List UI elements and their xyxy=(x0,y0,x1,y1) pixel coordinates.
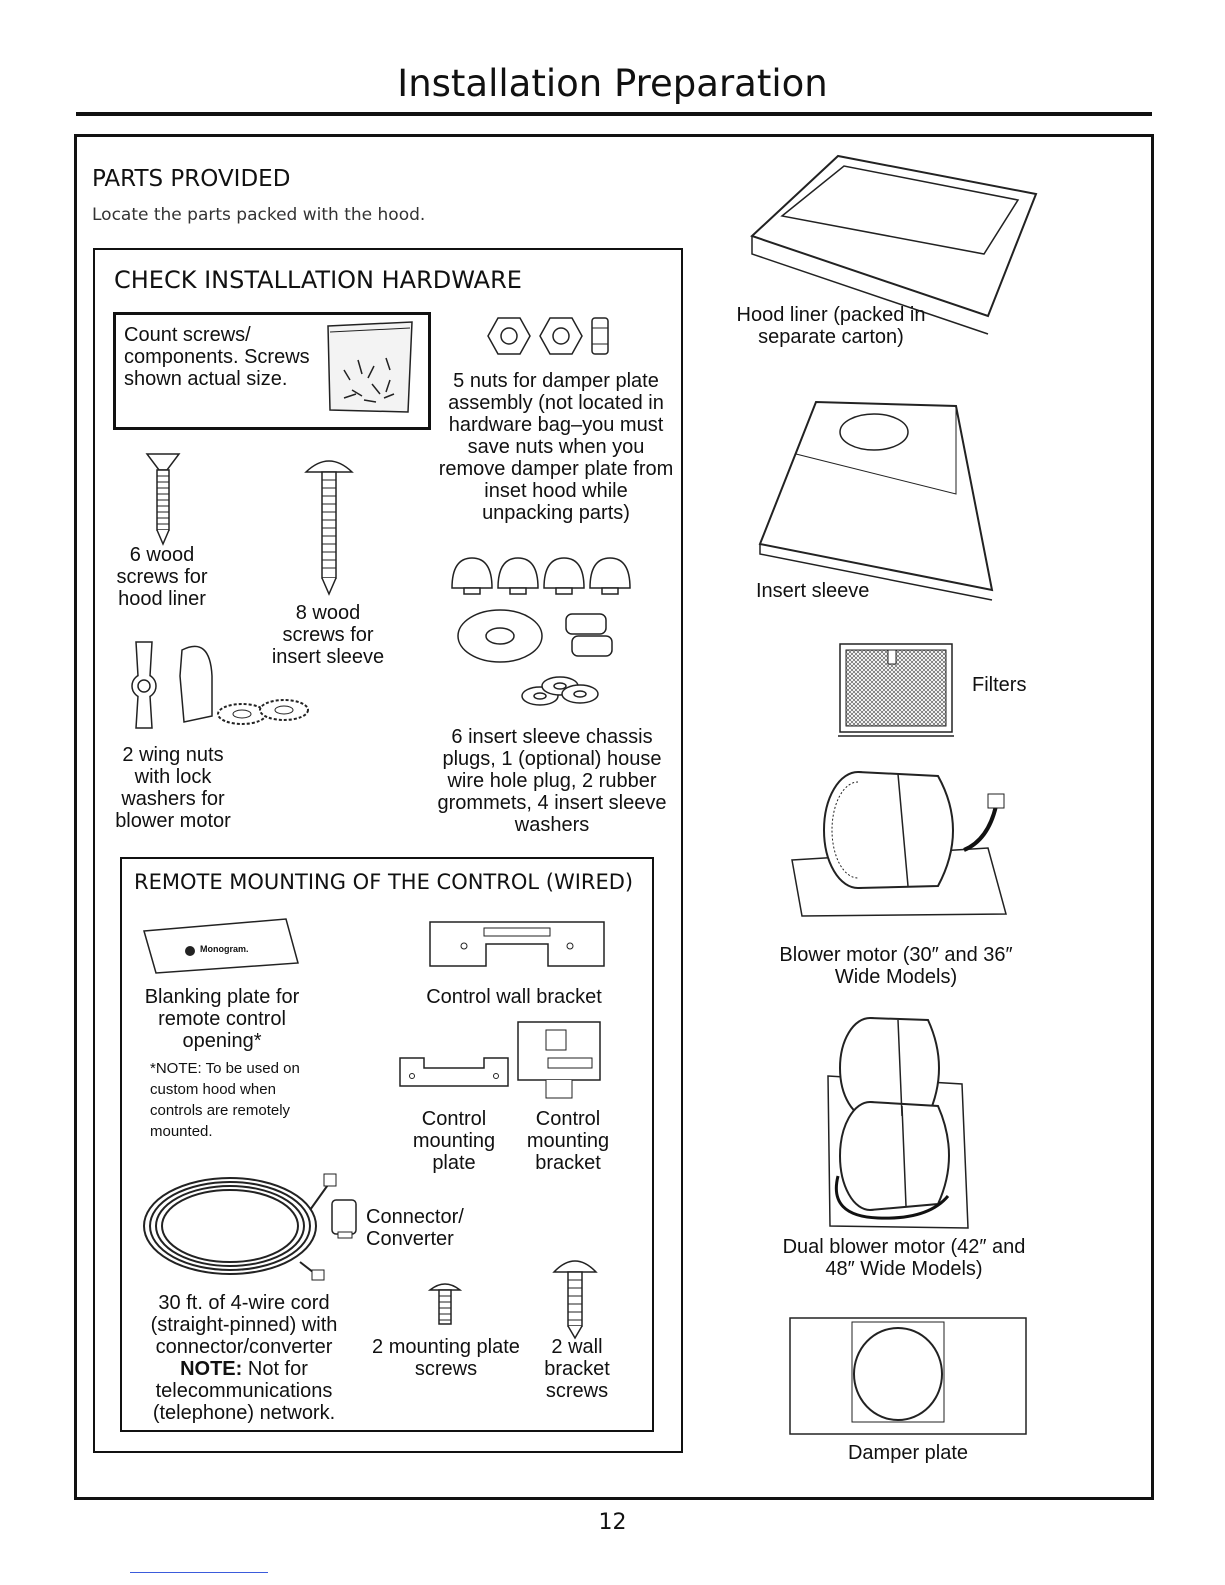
wing-nuts-label: 2 wing nuts with lock washers for blower… xyxy=(115,744,231,832)
damper-plate-label: Damper plate xyxy=(847,1442,969,1464)
wing-nuts-lock-washers-icon xyxy=(131,641,309,729)
content-frame xyxy=(74,134,1154,1500)
hood-liner-illustration xyxy=(750,154,1038,335)
wood-screws-sleeve-label: 8 wood screws for insert sleeve xyxy=(271,602,385,668)
hood-liner-label: Hood liner (packed in separate carton) xyxy=(736,304,926,348)
hardware-bag-illustration xyxy=(327,321,413,413)
damper-plate-illustration xyxy=(789,1317,1027,1435)
wood-screw-liner-icon xyxy=(145,453,181,546)
wood-screws-liner-label: 6 wood screws for hood liner xyxy=(116,544,208,610)
blanking-brand: Monogram. xyxy=(200,944,249,954)
blower-motor-illustration xyxy=(791,771,1007,917)
cord-label: 30 ft. of 4-wire cord (straight-pinned) … xyxy=(150,1292,338,1358)
control-wall-bracket-icon xyxy=(429,921,605,967)
damper-nuts-label: 5 nuts for damper plate assembly (not lo… xyxy=(438,370,674,524)
cord-note-text: Not for telecommunications (telephone) n… xyxy=(152,1358,336,1424)
chassis-plugs-grommets-washers-icon xyxy=(451,557,631,706)
remote-mounting-box xyxy=(120,857,654,1432)
hardware-box xyxy=(93,248,683,1453)
filters-label: Filters xyxy=(972,674,1027,696)
page-number: 12 xyxy=(598,1510,627,1535)
parts-provided-heading: PARTS PROVIDED xyxy=(92,166,291,192)
page-title: Installation Preparation xyxy=(397,62,828,105)
filters-illustration xyxy=(838,643,954,737)
parts-provided-intro: Locate the parts packed with the hood. xyxy=(92,205,426,225)
connector-label: Connector/ Converter xyxy=(366,1206,464,1250)
damper-nuts-icon xyxy=(487,317,609,355)
title-rule xyxy=(76,112,1152,116)
blanking-plate-label: Blanking plate for remote control openin… xyxy=(144,986,300,1052)
dual-blower-motor-label: Dual blower motor (42″ and 48″ Wide Mode… xyxy=(782,1236,1026,1280)
control-wall-bracket-label: Control wall bracket xyxy=(426,986,602,1008)
blanking-plate-note: *NOTE: To be used on custom hood when co… xyxy=(150,1060,300,1140)
cord-coil-icon xyxy=(143,1173,337,1281)
cord-note: NOTE: Not for telecommunications (teleph… xyxy=(128,1358,360,1424)
blanking-plate-icon xyxy=(143,918,299,974)
hardware-heading: CHECK INSTALLATION HARDWARE xyxy=(114,266,522,294)
mounting-plate-screws-label: 2 mounting plate screws xyxy=(372,1336,520,1380)
count-note-box xyxy=(113,312,431,430)
footer-link-underline xyxy=(130,1572,268,1573)
mounting-plate-screw-icon xyxy=(427,1283,463,1325)
control-mounting-plate-icon xyxy=(399,1057,509,1087)
control-mounting-bracket-label: Control mounting bracket xyxy=(526,1108,610,1174)
control-mounting-plate-label: Control mounting plate xyxy=(412,1108,496,1174)
count-note: Count screws/ components. Screws shown a… xyxy=(124,324,310,390)
remote-mounting-heading: REMOTE MOUNTING OF THE CONTROL (WIRED) xyxy=(134,870,634,894)
blower-motor-label: Blower motor (30″ and 36″ Wide Models) xyxy=(779,944,1013,988)
control-mounting-bracket-icon xyxy=(517,1021,601,1099)
cord-note-bold: NOTE: xyxy=(180,1358,243,1380)
insert-sleeve-label: Insert sleeve xyxy=(756,580,870,602)
wood-screw-sleeve-icon xyxy=(304,460,354,596)
connector-converter-icon xyxy=(331,1199,357,1239)
wall-bracket-screw-icon xyxy=(552,1260,598,1340)
dual-blower-motor-illustration xyxy=(827,1017,969,1229)
wall-bracket-screws-label: 2 wall bracket screws xyxy=(544,1336,610,1402)
insert-sleeve-illustration xyxy=(758,400,994,601)
chassis-plugs-label: 6 insert sleeve chassis plugs, 1 (option… xyxy=(437,726,667,836)
